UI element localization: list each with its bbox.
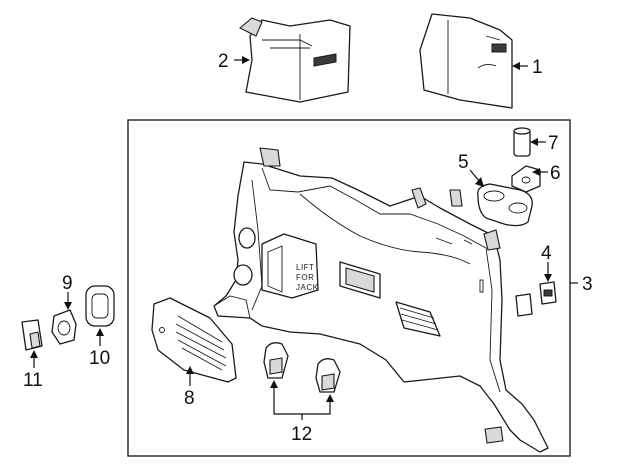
callout-1: 1 [532, 57, 543, 78]
part-2-upper-trim [239, 17, 351, 103]
assembly-frame [127, 119, 571, 457]
part-6-bracket [511, 165, 541, 193]
part-3-quarter-trim-panel [213, 147, 549, 453]
part-5-cup-holder [449, 183, 533, 227]
part-8-grille-panel [151, 297, 237, 383]
part-10-ring-cover [85, 285, 115, 327]
part-7-plug [513, 127, 531, 157]
callout-10: 10 [89, 348, 110, 369]
svg-text:LIFT: LIFT [296, 263, 314, 272]
svg-text:FOR: FOR [296, 273, 314, 282]
callout-labels: 1 2 3 4 5 6 7 8 9 10 11 12 [23, 51, 593, 445]
callout-9: 9 [62, 273, 73, 294]
callout-2: 2 [218, 51, 229, 72]
callout-11: 11 [23, 370, 43, 391]
callout-3: 3 [582, 274, 593, 295]
callout-5: 5 [458, 152, 469, 173]
callout-6: 6 [550, 163, 561, 184]
leader-lines [30, 56, 578, 420]
callout-4: 4 [541, 243, 552, 264]
callout-12: 12 [291, 424, 312, 445]
part-4-connector [515, 281, 557, 317]
callout-7: 7 [548, 133, 559, 154]
part-1-upper-trim [419, 13, 513, 109]
part-12-hooks [263, 342, 341, 393]
part-9-clip [51, 309, 77, 345]
part-11-tab-clip [21, 319, 43, 351]
lift-for-jack-stamp: LIFT FOR JACK [296, 263, 319, 292]
callout-8: 8 [184, 388, 195, 409]
svg-text:JACK: JACK [296, 283, 319, 292]
